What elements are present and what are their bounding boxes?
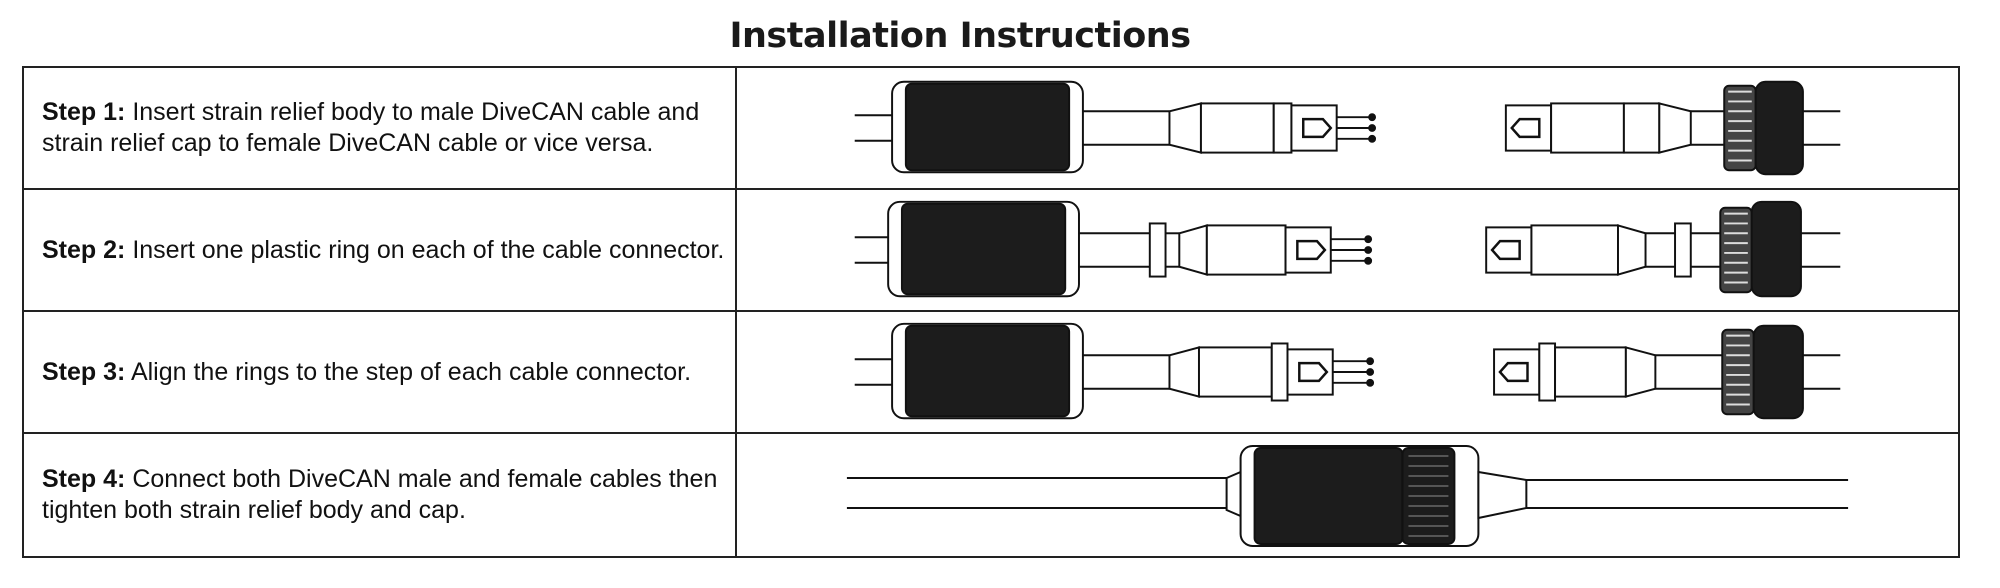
step-4-description: Step 4: Connect both DiveCAN male and fe… xyxy=(42,464,735,526)
step-label: Step 3: xyxy=(42,357,126,386)
step-text: Align the rings to the step of each cabl… xyxy=(130,357,692,386)
cable-diagram-connected xyxy=(846,445,1849,547)
step-text: Insert strain relief body to male DiveCA… xyxy=(42,98,700,157)
step-text: Insert one plastic ring on each of the c… xyxy=(132,235,725,264)
step-1-description: Step 1: Insert strain relief body to mal… xyxy=(42,97,735,159)
step-row-1: Step 1: Insert strain relief body to mal… xyxy=(24,68,1958,190)
instructions-table: Step 1: Insert strain relief body to mal… xyxy=(22,66,1960,558)
step-text: Connect both DiveCAN male and female cab… xyxy=(42,465,718,524)
page-title: Installation Instructions xyxy=(729,16,1191,56)
step-row-2: Step 2: Insert one plastic ring on each … xyxy=(24,190,1958,312)
step-3-description: Step 3: Align the rings to the step of e… xyxy=(42,357,691,388)
step-text-cell: Step 2: Insert one plastic ring on each … xyxy=(24,190,737,310)
step-row-4: Step 4: Connect both DiveCAN male and fe… xyxy=(24,434,1958,556)
cable-diagram-with-rings xyxy=(854,200,1841,298)
step-1-diagram xyxy=(737,68,1958,188)
step-3-diagram xyxy=(737,312,1958,432)
cable-diagram-rings-aligned xyxy=(854,322,1841,420)
step-4-diagram xyxy=(737,434,1958,556)
step-text-cell: Step 4: Connect both DiveCAN male and fe… xyxy=(24,434,737,556)
step-2-diagram xyxy=(737,190,1958,310)
step-label: Step 2: xyxy=(42,235,126,264)
step-text-cell: Step 1: Insert strain relief body to mal… xyxy=(24,68,737,188)
step-row-3: Step 3: Align the rings to the step of e… xyxy=(24,312,1958,434)
step-2-description: Step 2: Insert one plastic ring on each … xyxy=(42,235,724,266)
cable-diagram-separated xyxy=(854,80,1841,176)
step-label: Step 1: xyxy=(42,98,126,126)
step-text-cell: Step 3: Align the rings to the step of e… xyxy=(24,312,737,432)
step-label: Step 4: xyxy=(42,465,126,493)
